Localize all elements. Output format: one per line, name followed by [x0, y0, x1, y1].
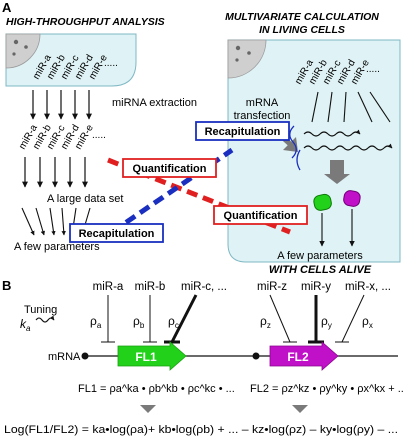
extracted-mirnas: miR-a miR-b miR-c miR-d miR-e .....: [17, 123, 106, 152]
fl1-label: FL1: [135, 350, 157, 364]
right-cell-repression: [311, 91, 391, 123]
recapitulation-bottom-label: Recapitulation: [79, 228, 155, 240]
b-mir-x: miR-x, ...: [345, 281, 391, 293]
recapitulation-top-label: Recapitulation: [205, 126, 281, 138]
right-output-arrows: [319, 209, 355, 247]
tuning-arrow: [35, 315, 55, 323]
k-a-label: ka: [20, 317, 31, 333]
left-cell: [5, 33, 137, 87]
rho-a: ρa: [90, 314, 102, 330]
data-set-arrows: [22, 157, 88, 188]
rho-c: ρc: [168, 314, 179, 330]
fluorescent-cells: [313, 190, 361, 211]
mirna-extraction-label: miRNA extraction: [112, 97, 197, 109]
extraction-arrows: [30, 90, 92, 120]
fl1-inhibition-lines: [101, 294, 198, 344]
tuning-label: Tuning: [24, 304, 57, 316]
few-parameters-right-label: A few parameters: [277, 250, 363, 262]
mrna-strands: [289, 125, 301, 171]
fl2-down-triangle: [292, 405, 308, 413]
rho-labels-right: ρz ρy ρx: [260, 314, 373, 330]
panel-b-left-mirs: miR-a miR-b miR-c, ...: [93, 281, 227, 293]
right-cell-mirnas: miR-a miR-b miR-c miR-d miR-e .....: [293, 58, 380, 87]
quantification-top-label: Quantification: [133, 163, 207, 175]
fl1-cap: [81, 352, 89, 360]
fl2-inhibition-lines: [269, 294, 365, 344]
converging-arrows: [21, 207, 91, 236]
large-data-set-label: A large data set: [47, 193, 123, 205]
left-cell-ellipsis: .....: [104, 58, 118, 69]
quantification-bottom-label: Quantification: [224, 210, 298, 222]
right-title-line2: IN LIVING CELLS: [259, 24, 345, 36]
b-mir-b: miR-b: [135, 281, 166, 293]
rho-labels-left: ρa ρb ρc: [90, 314, 179, 330]
fl2-equation: FL2 = ρz^kz • ρy^ky • ρx^kx + ...: [250, 383, 403, 395]
mrna-transfection-line2: transfection: [234, 110, 291, 122]
mrna-transfection-line1: mRNA: [246, 97, 279, 109]
few-parameters-left-label: A few parameters: [14, 241, 100, 253]
fl1-equation: FL1 = ρa^ka • ρb^kb • ρc^kc • ...: [78, 383, 235, 395]
quantification-box-bottom: Quantification: [213, 205, 308, 225]
b-mir-c: miR-c, ...: [181, 281, 227, 293]
log-ratio-equation: Log(FL1/FL2) = ka•log(ρa)+ kb•log(ρb) + …: [4, 424, 398, 436]
fl2-reporter: FL2: [269, 341, 339, 371]
magenta-cell: [343, 190, 361, 207]
b-mir-a: miR-a: [93, 281, 124, 293]
panel-b-right-mirs: miR-z miR-y miR-x, ...: [257, 281, 391, 293]
recapitulation-box-top: Recapitulation: [195, 121, 290, 141]
extracted-ellipsis: .....: [92, 130, 106, 141]
green-cell: [313, 193, 332, 211]
rho-x: ρx: [362, 314, 373, 330]
b-mir-z: miR-z: [257, 281, 287, 293]
rho-y: ρy: [321, 314, 332, 330]
fl1-down-triangle: [140, 405, 156, 413]
transcripts: [303, 129, 393, 151]
quantification-box-top: Quantification: [122, 158, 217, 178]
b-mir-y: miR-y: [301, 281, 331, 293]
panel-b-label: B: [2, 278, 11, 293]
panel-a-label: A: [2, 0, 12, 15]
rho-b: ρb: [133, 314, 145, 330]
right-cell-ellipsis: .....: [366, 64, 380, 75]
with-cells-alive-label: WITH CELLS ALIVE: [269, 264, 372, 276]
fl2-label: FL2: [287, 350, 309, 364]
left-title: HIGH-THROUGHPUT ANALYSIS: [6, 16, 165, 28]
fl1-reporter: FL1: [117, 341, 187, 371]
calculation-arrow: [324, 160, 350, 184]
fl2-cap: [252, 352, 260, 360]
rho-z: ρz: [260, 314, 271, 330]
recapitulation-box-bottom: Recapitulation: [69, 223, 164, 243]
mrna-label: mRNA: [48, 351, 81, 363]
right-title-line1: MULTIVARIATE CALCULATION: [225, 11, 379, 23]
